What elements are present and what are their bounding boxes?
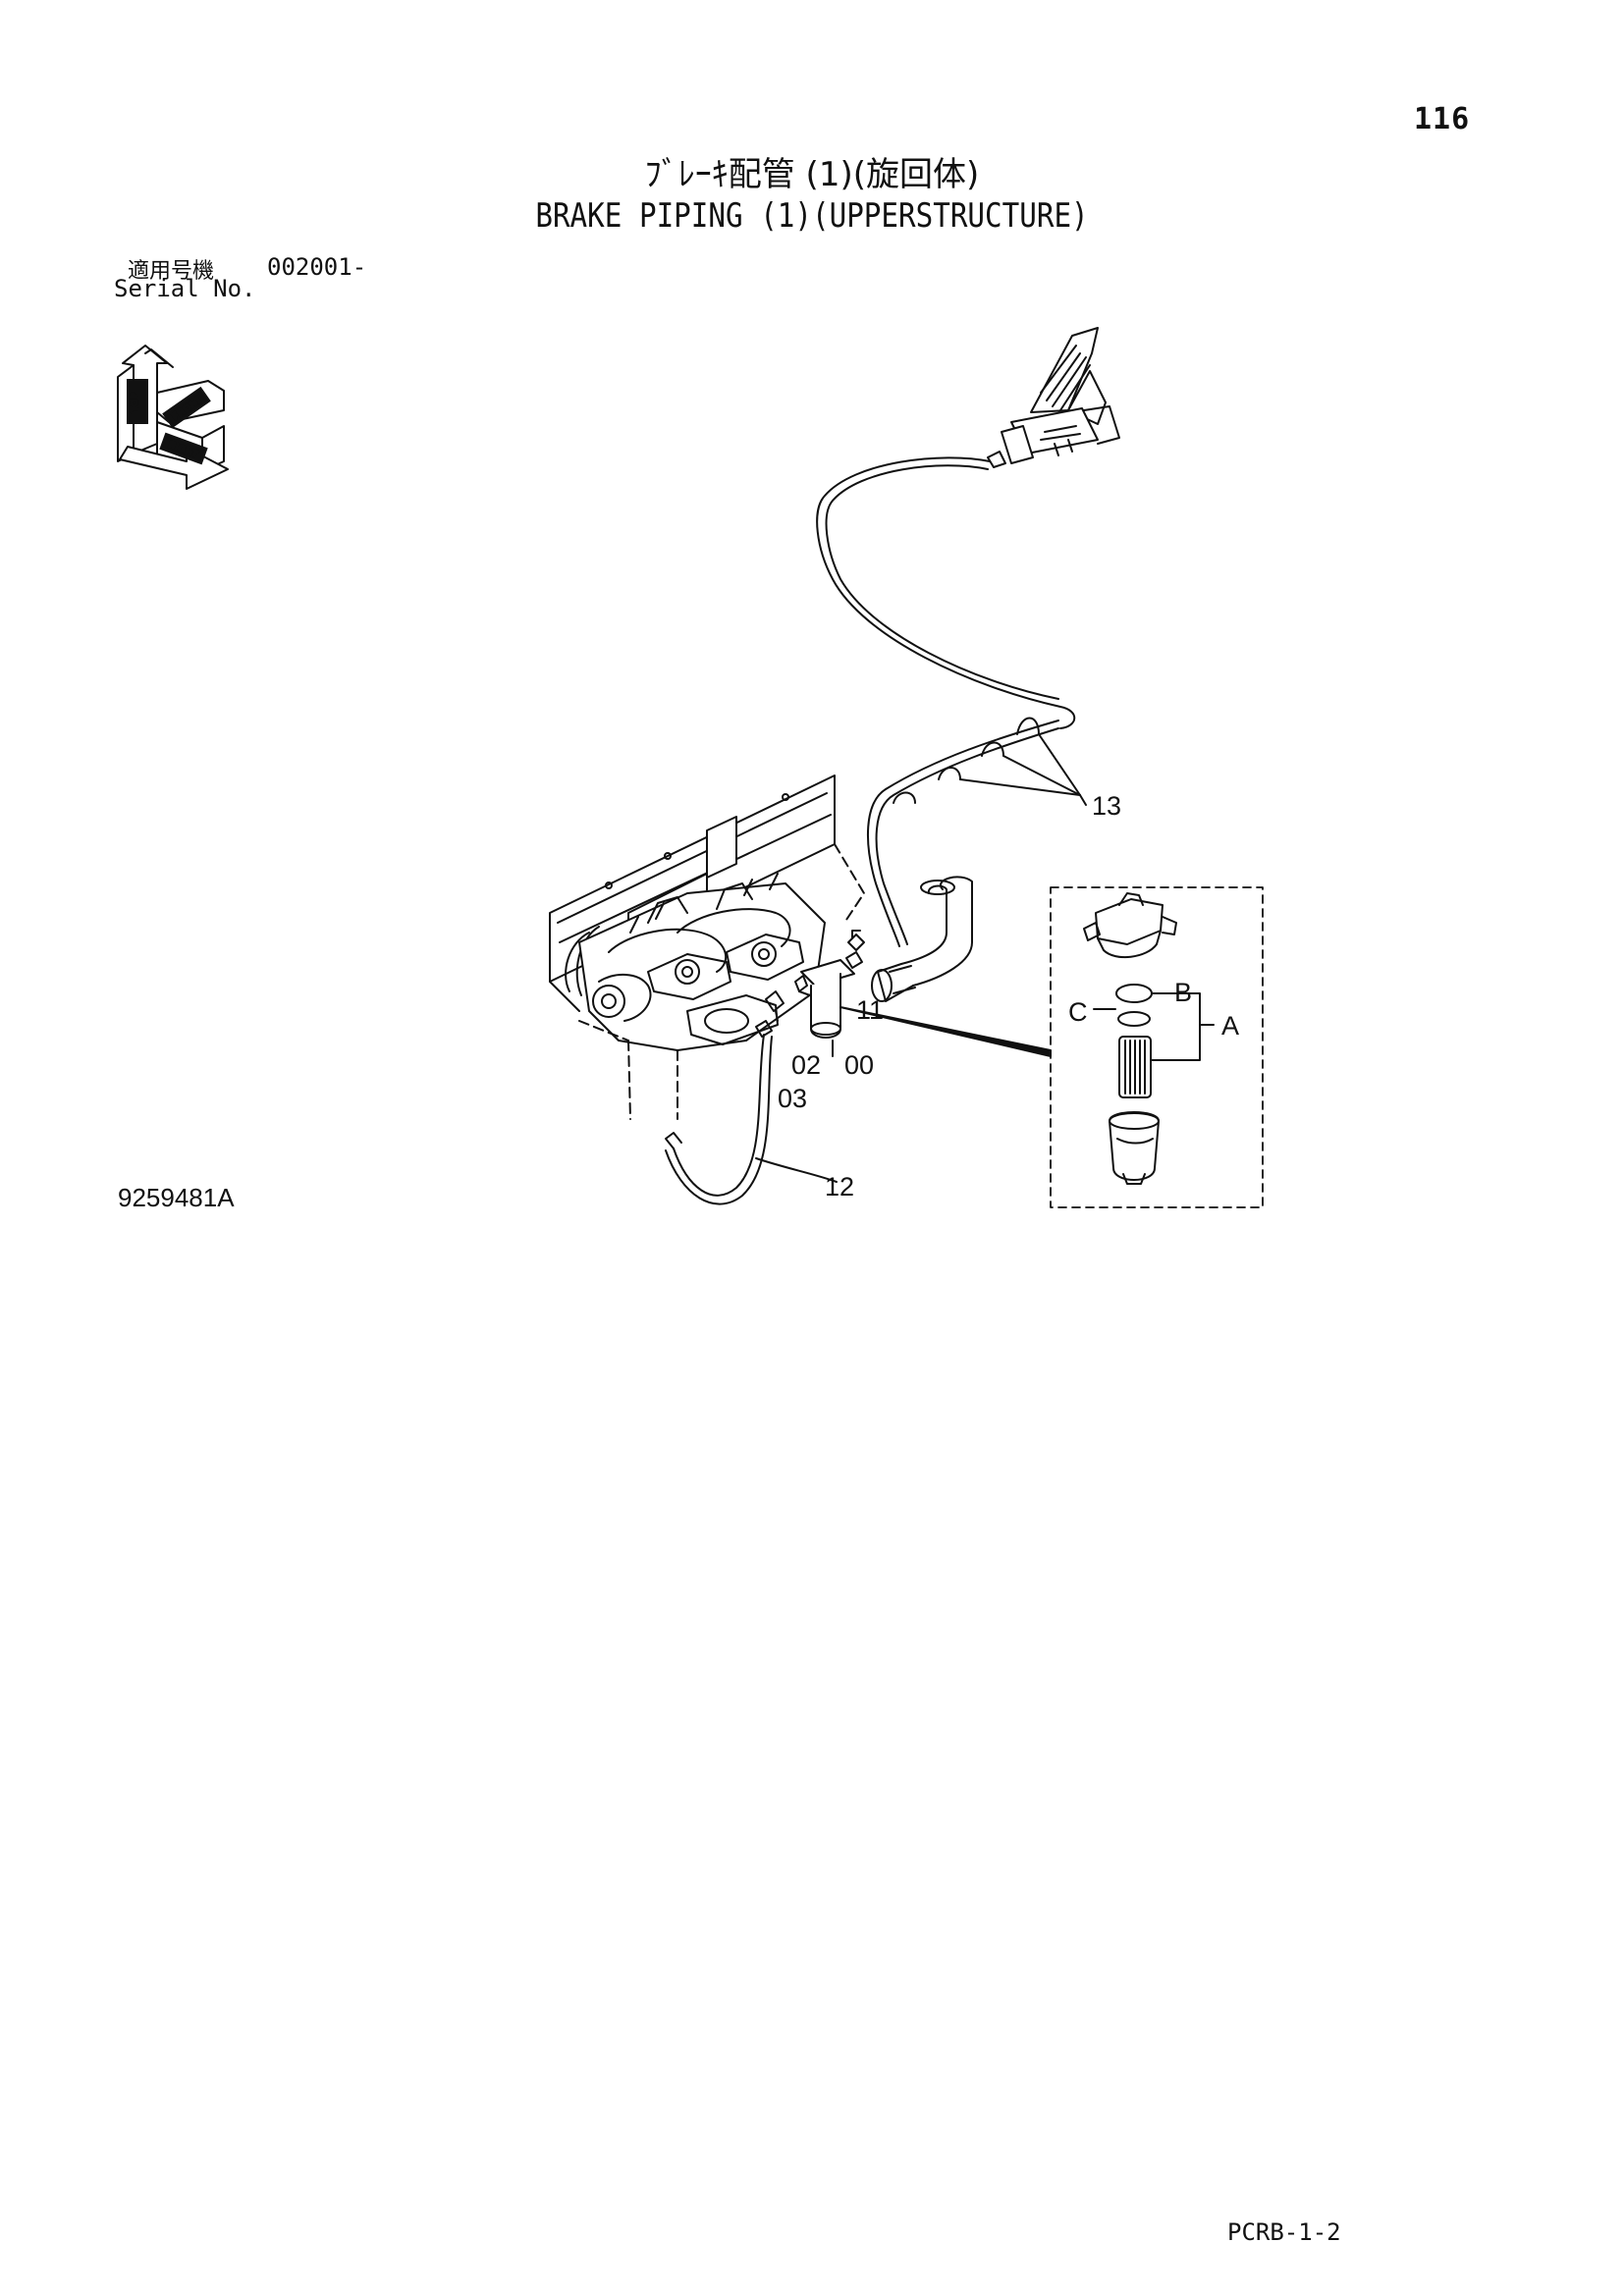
svg-text:TOP: TOP (130, 392, 140, 412)
fitting-11 (847, 930, 865, 951)
brake-pedal-valve (987, 327, 1120, 468)
page-title-japanese: ﾌﾞﾚｰｷ配管 (1)(旋回体) (644, 155, 980, 194)
filter-detail-box (1050, 886, 1264, 1208)
line-filter (794, 951, 863, 1039)
callout-11: 11 (856, 995, 884, 1025)
detail-leaders (1093, 992, 1215, 1061)
serial-number-range: 002001- (267, 253, 367, 281)
detail-pointer-wedge (839, 1006, 1052, 1057)
callout-12: 12 (825, 1172, 854, 1201)
fitting-03 (755, 1020, 773, 1038)
callout-b: B (1174, 978, 1192, 1007)
footer-page-code: PCRB-1-2 (1227, 2218, 1341, 2246)
drawing-number: 9259481A (118, 1183, 235, 1212)
callout-03: 03 (778, 1084, 807, 1113)
page-title-english: BRAKE PIPING (1)(UPPERSTRUCTURE) (535, 196, 1089, 236)
fitting-02 (765, 990, 785, 1022)
page-number: 116 (1414, 102, 1471, 136)
callout-02: 02 (791, 1050, 821, 1080)
callout-13: 13 (1092, 791, 1121, 821)
suction-pipe (871, 876, 973, 1002)
callout-c: C (1068, 997, 1088, 1027)
serial-label-english: Serial No. (114, 275, 256, 302)
brake-hose (665, 1034, 773, 1205)
orientation-icon: TOP FRONT RIGHT (117, 345, 229, 490)
pilot-tube (816, 456, 1076, 947)
callout-a: A (1221, 1011, 1239, 1041)
callout-00: 00 (844, 1050, 874, 1080)
orientation-label-top: TOP (127, 379, 148, 424)
serial-label-japanese: 適用号機 (128, 259, 215, 284)
leader-12 (755, 1157, 838, 1183)
leader-13 (959, 733, 1087, 806)
clamp-group (893, 717, 1040, 804)
hydraulic-pump-assembly (549, 774, 865, 1120)
